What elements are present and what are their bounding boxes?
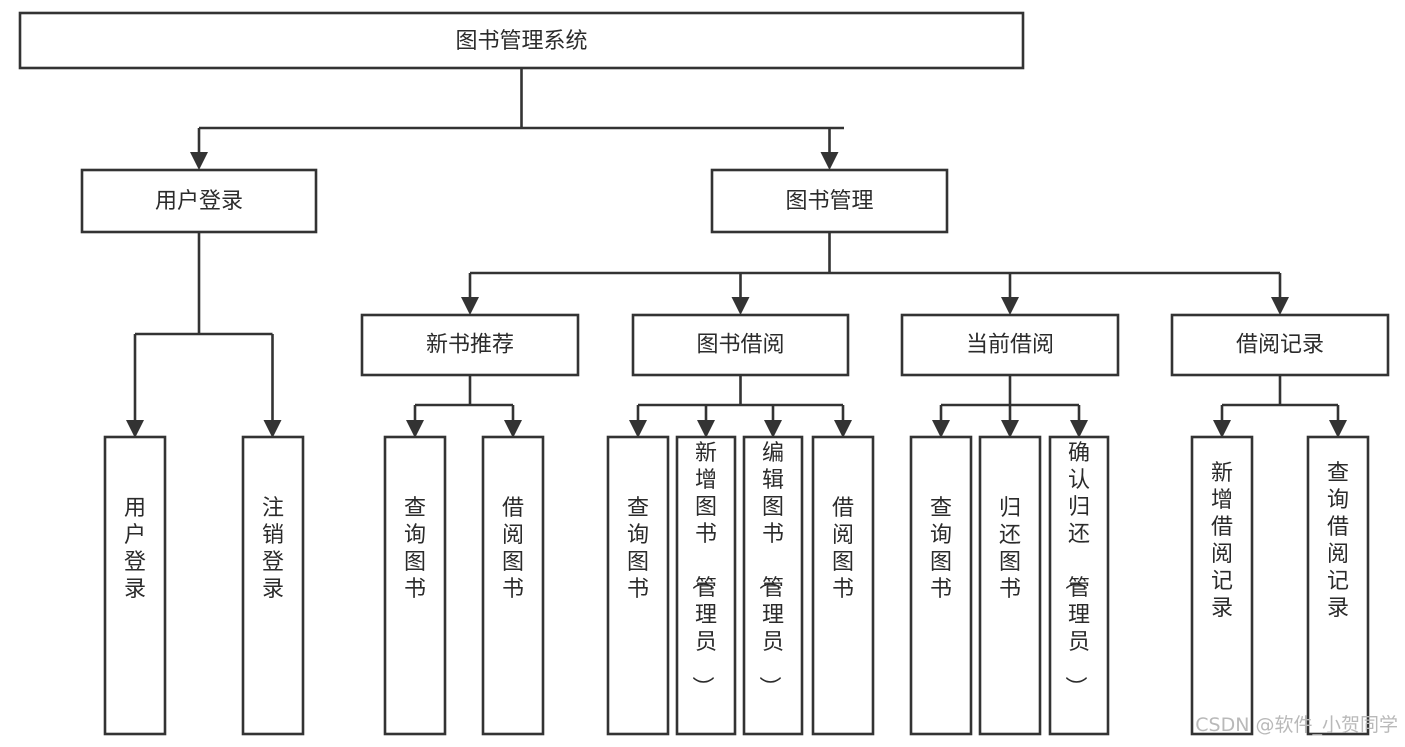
leaf-node-6-label: 新增图书（管理员） (689, 441, 717, 698)
arrow-borrow-leaf-1 (629, 420, 647, 438)
arrow-root-to-bookmgmt (820, 152, 839, 170)
leaf-node-10-box[interactable] (978, 435, 1042, 736)
node-borrow-box[interactable] (631, 313, 850, 377)
arrow-current-leaf-3 (1070, 420, 1088, 438)
arrow-borrow-leaf-2 (697, 420, 715, 438)
leaf-node-11[interactable]: 确认归还（管理员） (1048, 435, 1110, 736)
arrow-bookmgmt-borrow (731, 297, 750, 315)
node-borrow-label: 图书借阅 (696, 333, 784, 358)
node-bookmgmt-label: 图书管理 (785, 189, 873, 214)
leaf-node-8-box[interactable] (811, 435, 875, 736)
leaf-node-3-label: 查询图书 (404, 496, 426, 602)
connector-layer (126, 68, 1347, 438)
arrow-newbook-leaf-1 (406, 420, 424, 438)
node-bookmgmt-box[interactable] (710, 168, 949, 234)
leaf-node-3[interactable]: 查询图书 (383, 435, 447, 736)
node-root-label: 图书管理系统 (455, 29, 587, 54)
leaf-node-5-label: 查询图书 (627, 496, 649, 602)
leaf-node-9-box[interactable] (909, 435, 973, 736)
csdn-watermark: CSDN @软件_小贺同学 (1195, 714, 1398, 736)
leaf-node-9-label: 查询图书 (930, 496, 952, 602)
leaf-node-5[interactable]: 查询图书 (606, 435, 670, 736)
arrow-login-leaf-2 (263, 420, 282, 438)
leaf-node-7[interactable]: 编辑图书（管理员） (742, 435, 804, 736)
leaf-node-13-box[interactable] (1306, 435, 1370, 736)
node-login-label: 用户登录 (155, 189, 243, 214)
leaf-node-10-label: 归还图书 (999, 496, 1021, 602)
node-records[interactable]: 借阅记录 (1170, 313, 1390, 377)
leaf-node-6-box[interactable] (675, 435, 737, 736)
node-newbook[interactable]: 新书推荐 (360, 313, 580, 377)
node-login-box[interactable] (80, 168, 318, 234)
node-records-label: 借阅记录 (1236, 333, 1324, 358)
leaf-node-8[interactable]: 借阅图书 (811, 435, 875, 736)
node-root-box[interactable] (18, 11, 1025, 70)
node-records-box[interactable] (1170, 313, 1390, 377)
node-root[interactable]: 图书管理系统 (18, 11, 1025, 70)
leaf-node-13-label: 查询借阅记录 (1327, 461, 1349, 621)
node-login[interactable]: 用户登录 (80, 168, 318, 234)
node-current[interactable]: 当前借阅 (900, 313, 1120, 377)
leaf-node-13[interactable]: 查询借阅记录 (1306, 435, 1370, 736)
leaf-node-2-label: 注销登录 (262, 496, 284, 602)
arrow-newbook-leaf-2 (504, 420, 522, 438)
arrow-records-leaf-1 (1213, 420, 1231, 438)
leaf-node-7-box[interactable] (742, 435, 804, 736)
leaf-node-8-label: 借阅图书 (832, 496, 854, 602)
arrow-bookmgmt-records (1271, 297, 1289, 315)
leaf-node-1[interactable]: 用户登录 (103, 435, 167, 736)
leaf-node-2-box[interactable] (241, 435, 305, 736)
node-current-label: 当前借阅 (966, 333, 1054, 358)
leaf-node-2[interactable]: 注销登录 (241, 435, 305, 736)
arrow-borrow-leaf-3 (764, 420, 782, 438)
arrow-root-to-login (190, 152, 208, 170)
node-bookmgmt[interactable]: 图书管理 (710, 168, 949, 234)
arrow-bookmgmt-newbook (461, 297, 479, 315)
leaf-node-1-label: 用户登录 (124, 496, 146, 602)
node-newbook-box[interactable] (360, 313, 580, 377)
leaf-node-9[interactable]: 查询图书 (909, 435, 973, 736)
leaf-node-4-label: 借阅图书 (502, 496, 524, 602)
arrow-records-leaf-2 (1329, 420, 1347, 438)
leaf-node-3-box[interactable] (383, 435, 447, 736)
arrow-login-leaf-1 (126, 420, 144, 438)
leaf-node-11-label: 确认归还（管理员） (1062, 441, 1090, 698)
leaf-node-6[interactable]: 新增图书（管理员） (675, 435, 737, 736)
arrow-borrow-leaf-4 (834, 420, 852, 438)
arrow-current-leaf-1 (932, 420, 950, 438)
leaf-node-1-box[interactable] (103, 435, 167, 736)
arrow-current-leaf-2 (1001, 420, 1019, 438)
leaf-node-7-label: 编辑图书（管理员） (756, 441, 784, 698)
node-borrow[interactable]: 图书借阅 (631, 313, 850, 377)
leaf-node-12-label: 新增借阅记录 (1211, 461, 1233, 621)
arrow-bookmgmt-current (1001, 297, 1019, 315)
leaf-node-11-box[interactable] (1048, 435, 1110, 736)
leaf-node-4[interactable]: 借阅图书 (481, 435, 545, 736)
node-newbook-label: 新书推荐 (426, 333, 514, 358)
leaf-node-12[interactable]: 新增借阅记录 (1190, 435, 1254, 736)
node-current-box[interactable] (900, 313, 1120, 377)
leaf-node-12-box[interactable] (1190, 435, 1254, 736)
leaf-node-4-box[interactable] (481, 435, 545, 736)
leaf-node-5-box[interactable] (606, 435, 670, 736)
leaf-node-10[interactable]: 归还图书 (978, 435, 1042, 736)
